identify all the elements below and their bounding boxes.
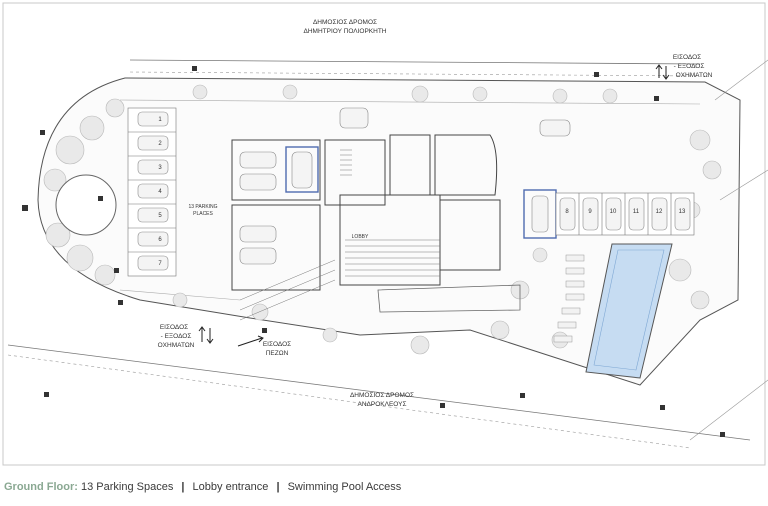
swimming-pool <box>585 243 673 379</box>
pedestrian-entry-label: ΠΕΖΩΝ <box>266 350 289 357</box>
parking-places-label: PLACES <box>193 211 213 217</box>
parking-right-cars <box>531 195 691 233</box>
parking-center-cars <box>239 107 571 265</box>
bottom-road-label: ΔΗΜΟΣΙΟΣ ΔΡΟΜΟΣ <box>350 392 414 399</box>
caption-heading: Ground Floor: <box>4 481 78 493</box>
vehicle-entry-right-label: - ΕΞΟΔΟΣ <box>674 63 705 70</box>
vehicle-entry-right-label: ΟΧΗΜΑΤΩΝ <box>676 72 713 79</box>
entry-arrow-icon <box>198 64 670 344</box>
caption-separator: | <box>181 481 185 493</box>
caption-item-pool: Swimming Pool Access <box>287 481 402 493</box>
parking-number: 2 <box>158 141 162 147</box>
vehicle-entry-left-label: - ΕΞΟΔΟΣ <box>161 333 192 340</box>
parking-number: 12 <box>656 209 663 215</box>
roundabout <box>55 174 117 236</box>
caption-item-lobby: Lobby entrance <box>192 481 269 493</box>
pedestrian-arrow-icon <box>237 335 264 347</box>
parking-number: 4 <box>158 189 162 195</box>
lobby-label: LOBBY <box>352 234 369 240</box>
parking-number: 1 <box>158 117 162 123</box>
parking-number: 8 <box>565 209 569 215</box>
parking-left-cars <box>137 111 169 271</box>
pedestrian-entry-label: ΕΙΣΟΔΟΣ <box>263 341 291 348</box>
vehicle-entry-right-label: ΕΙΣΟΔΟΣ <box>673 54 701 61</box>
staircase <box>239 149 440 321</box>
parking-number: 6 <box>158 237 162 243</box>
parking-number: 9 <box>588 209 592 215</box>
parking-numbers-left: 1 2 3 4 5 6 7 <box>158 117 162 267</box>
parking-right-row <box>555 192 695 236</box>
parking-number: 3 <box>158 165 162 171</box>
parking-number: 7 <box>158 261 162 267</box>
parking-places-label: 13 PARKING <box>188 204 217 210</box>
landscaping <box>43 84 722 371</box>
top-road-name: ΔΗΜΗΤΡΙΟΥ ΠΟΛΙΟΡΚΗΤΗ <box>304 28 387 35</box>
building-core <box>231 134 501 291</box>
accessible-parking-highlight <box>285 146 319 193</box>
bottom-road-name: ΑΝΔΡΟΚΛΕΟΥΣ <box>358 401 407 408</box>
parking-number: 5 <box>158 213 162 219</box>
vehicle-entry-left-label: ΕΙΣΟΔΟΣ <box>160 324 188 331</box>
floor-caption: Ground Floor: 13 Parking Spaces | Lobby … <box>4 481 401 493</box>
parking-numbers-right: 8 9 10 11 12 13 <box>565 209 686 215</box>
vehicle-entry-left-label: ΟΧΗΜΑΤΩΝ <box>158 342 195 349</box>
caption-separator: | <box>276 481 280 493</box>
top-road-label: ΔΗΜΟΣΙΟΣ ΔΡΟΜΟΣ <box>313 19 377 26</box>
ground-floor-plan: 1 2 3 4 5 6 7 <box>2 2 768 466</box>
parking-number: 10 <box>610 209 617 215</box>
level-marker-icon <box>22 66 725 437</box>
pool-loungers <box>553 254 585 343</box>
parking-number: 13 <box>679 209 686 215</box>
parking-number: 11 <box>633 209 640 215</box>
caption-item-parking: 13 Parking Spaces <box>81 481 174 493</box>
